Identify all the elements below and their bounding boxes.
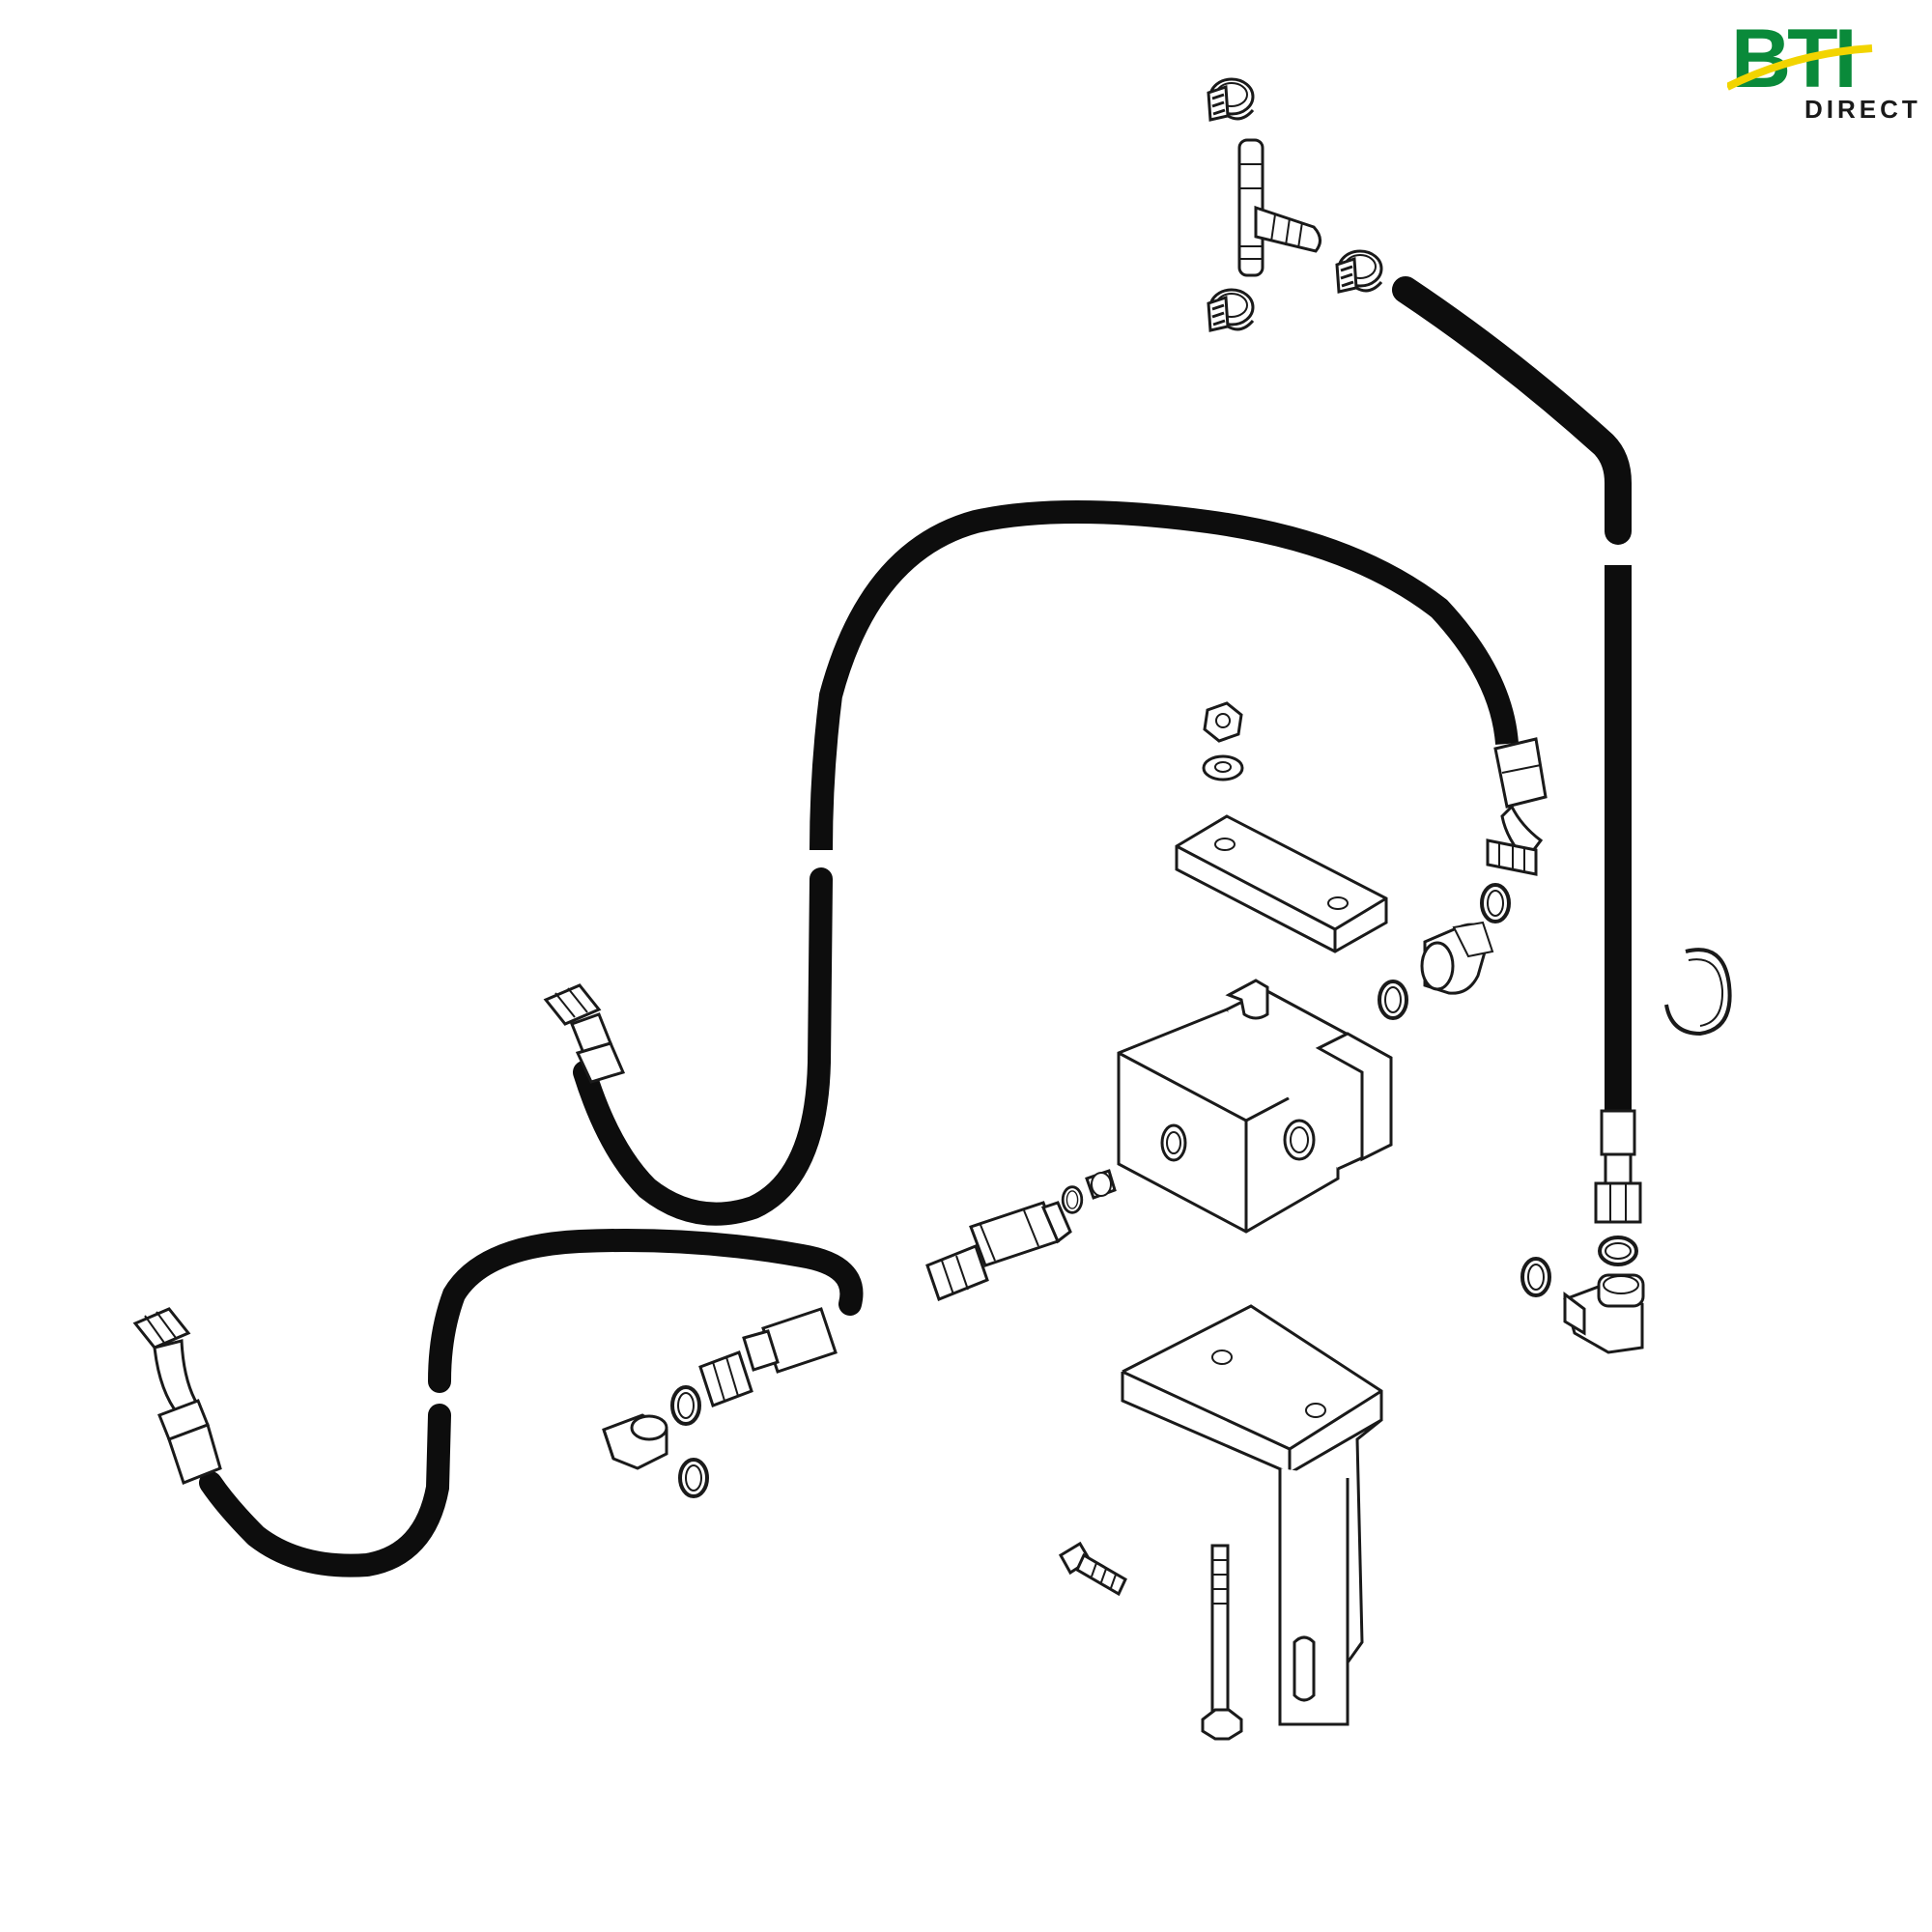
cap-screw [1058,1541,1127,1597]
mounting-bracket [1121,1304,1383,1726]
elbow-fitting-lower [602,1413,668,1470]
o-ring-plug [1061,1185,1084,1214]
hose-fitting-upper-right [1486,737,1548,876]
o-ring-right-1 [1598,1236,1638,1266]
hose-fitting-right [1594,1109,1642,1224]
hose-fitting-lower-left [132,1307,222,1485]
logo-mark-graphic: BTI [1725,13,1873,105]
logo-subtitle: DIRECT [1804,95,1921,124]
hose-right-upper [1392,276,1632,545]
adapter-fitting [925,1201,1072,1301]
o-ring-lower-1 [670,1385,701,1426]
valve-block [1117,979,1393,1234]
long-bolt [1201,1544,1243,1741]
hose-clamp-top [1207,77,1255,122]
hose-upper-arch-left [573,867,833,1226]
hose-fitting-upper-left [543,983,626,1084]
o-ring-mid-2 [1378,980,1408,1020]
clamp-plate [1175,814,1388,953]
elbow-fitting-right [1563,1273,1645,1354]
hex-nut [1203,701,1243,743]
hose-lower-right [428,1229,864,1393]
hose-fitting-lower-right [698,1307,838,1407]
hose-lower-left [199,1404,451,1577]
brand-logo: BTI DIRECT [1725,13,1918,126]
o-ring-lower-2 [678,1458,709,1498]
washer [1202,754,1244,781]
plug [1085,1169,1117,1200]
o-ring-right-2 [1520,1257,1551,1297]
o-ring-mid-1 [1480,883,1511,923]
retaining-ring [1664,948,1732,1037]
hose-upper-arch-right [810,500,1519,851]
tee-fitting [1237,138,1321,277]
hose-clamp-bottom [1207,288,1255,332]
elbow-fitting-mid [1420,921,1494,995]
hose-clamp-side [1335,249,1383,294]
